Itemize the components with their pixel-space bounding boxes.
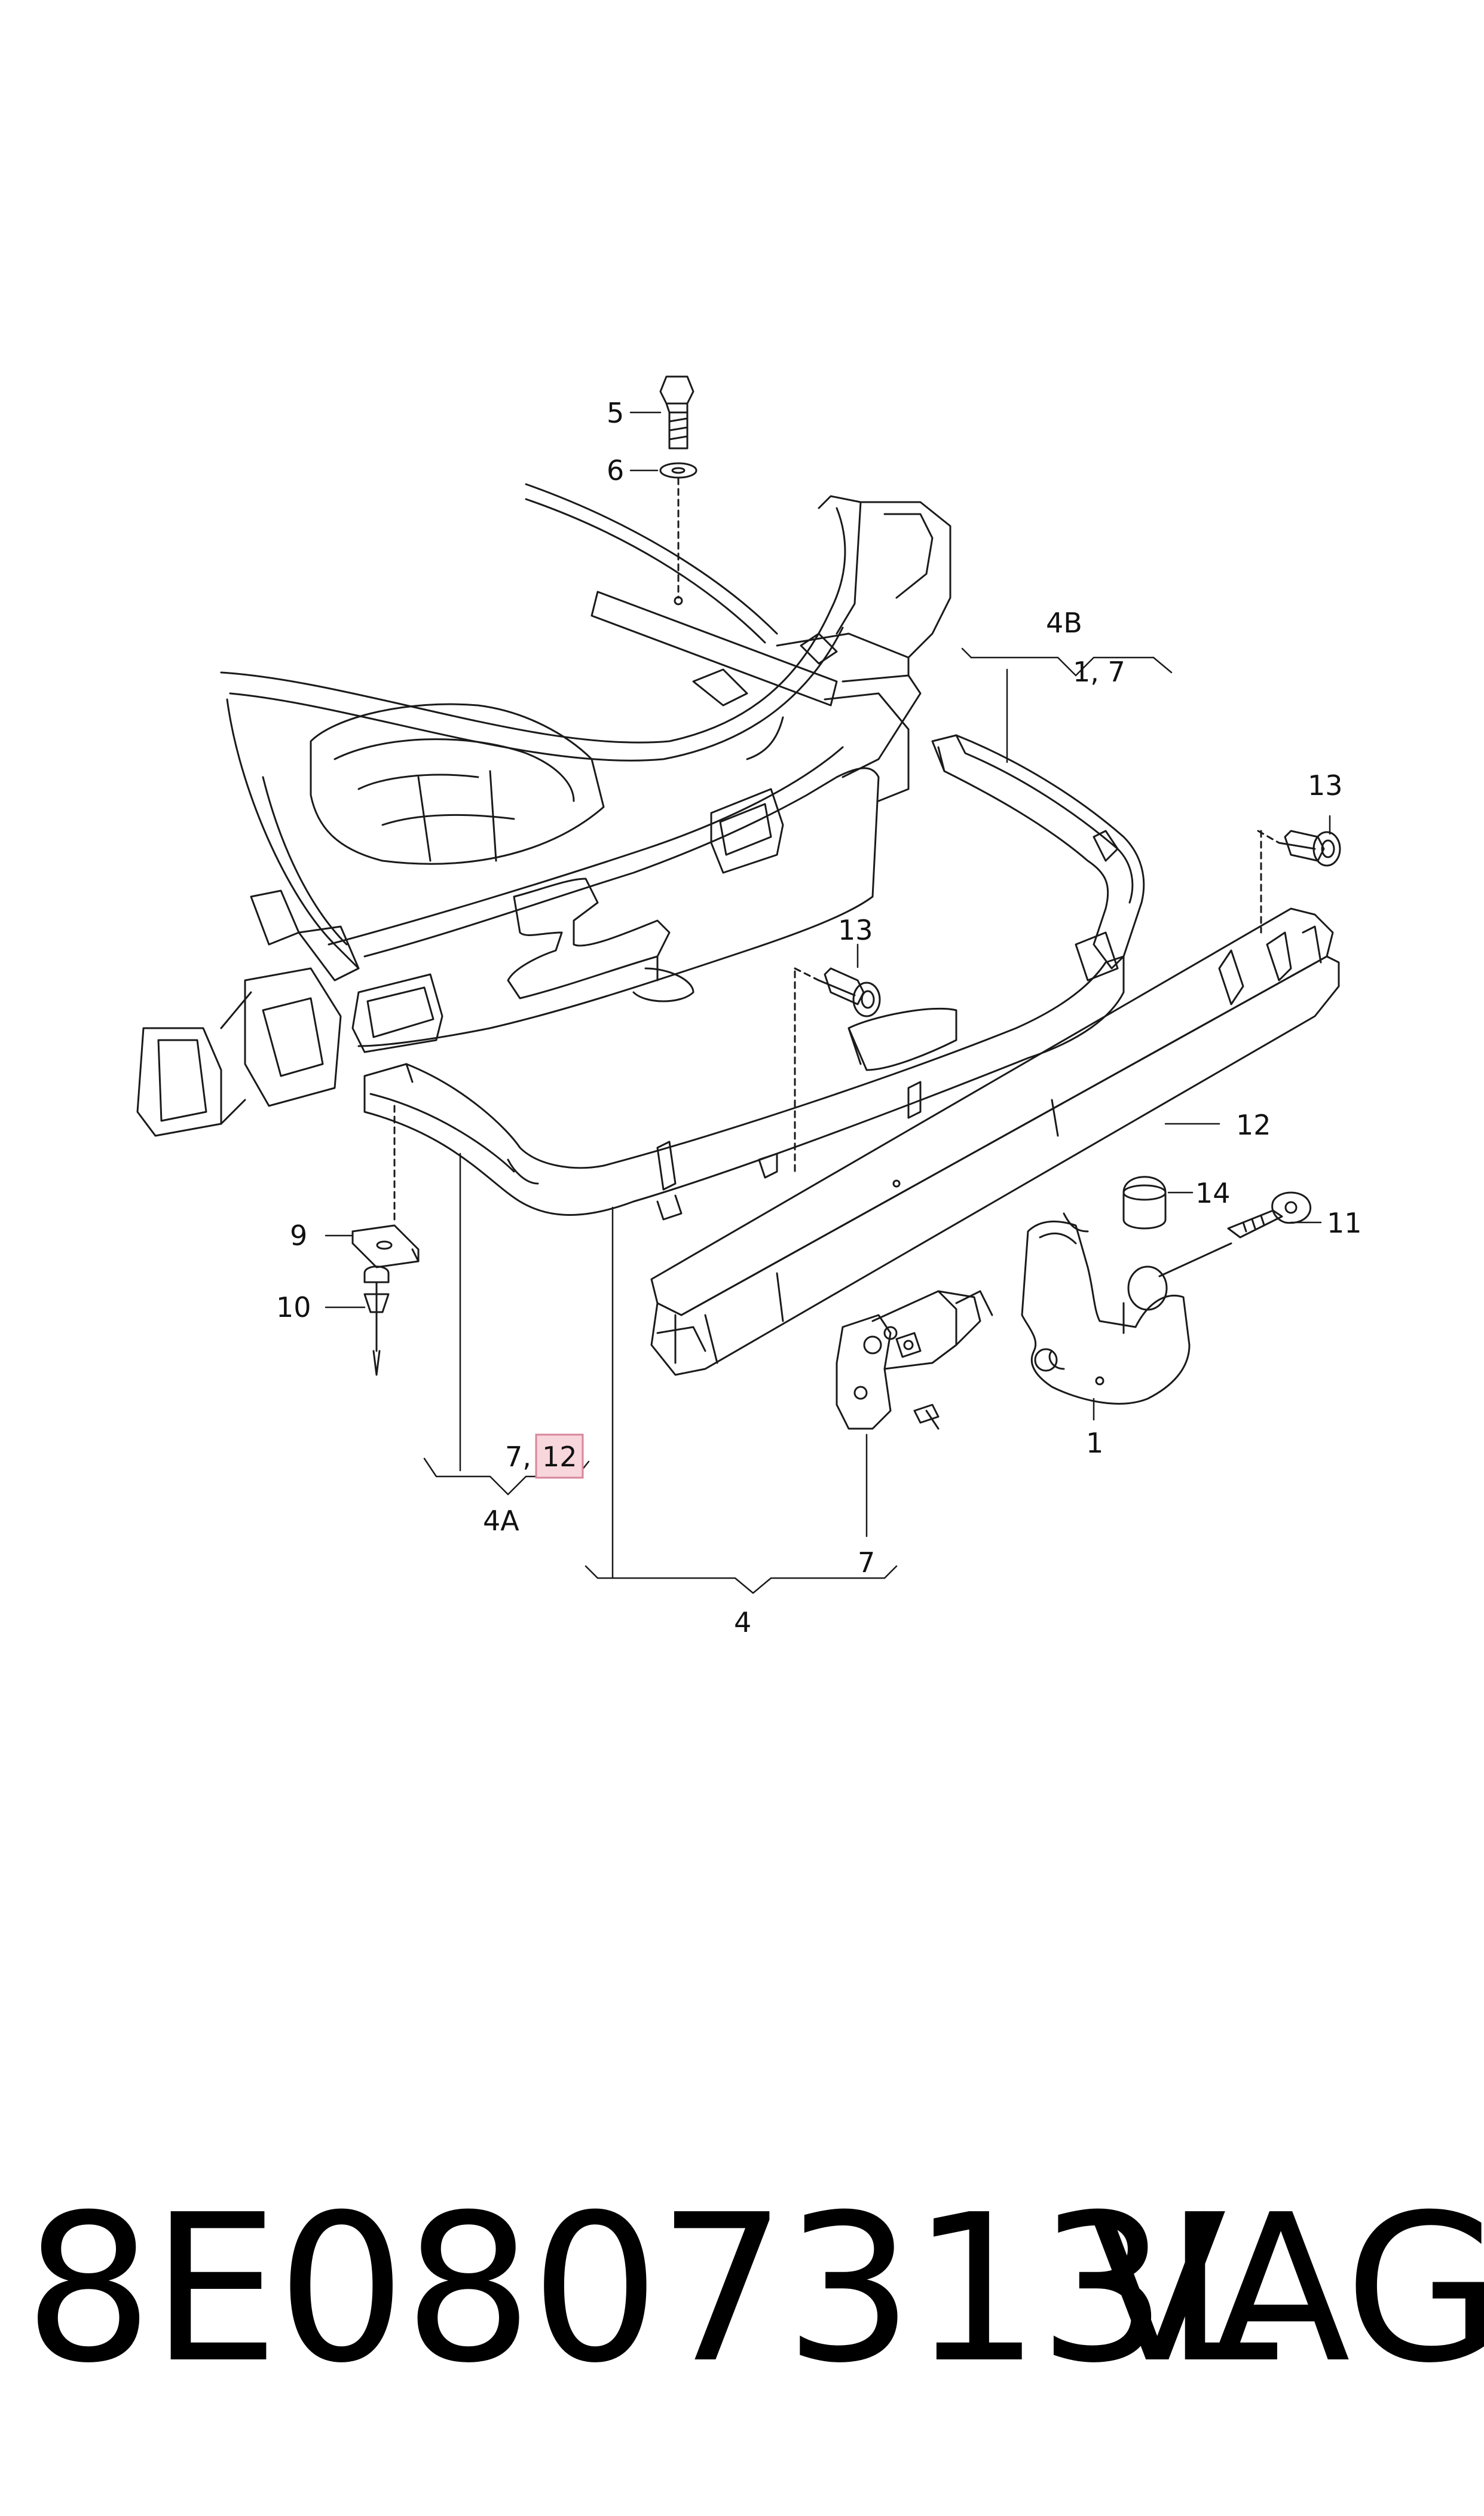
callout-4a-sub-12: 12 (542, 1441, 577, 1473)
callout-5: 5 (607, 397, 624, 429)
callout-4a: 4A (483, 1505, 519, 1537)
bolt-13-mid (818, 967, 881, 1017)
callout-4b-sub: 1, 7 (1073, 656, 1125, 688)
rivet-10 (363, 1265, 390, 1376)
callout-12: 12 (1236, 1109, 1271, 1141)
mounting-plate-7 (836, 1290, 981, 1430)
bolt-13-right (1278, 830, 1341, 867)
bolt-5 (659, 375, 694, 450)
brand: VAG (1088, 2171, 1484, 2408)
callout-13-mid: 13 (838, 914, 873, 946)
reinforcement-bar-12 (650, 907, 1340, 1376)
washer-6 (659, 462, 697, 479)
callout-leaders (325, 411, 1331, 1594)
callout-1: 1 (1086, 1427, 1103, 1459)
ball-cap-14 (1122, 1176, 1167, 1230)
callout-highlight (535, 1433, 584, 1479)
bracket-4b (931, 734, 1145, 982)
callout-13-right: 13 (1308, 769, 1343, 802)
callout-labels: 5 6 4B 1, 7 13 13 12 14 11 1 9 10 7, 12 … (276, 397, 1362, 1638)
callout-9: 9 (290, 1219, 307, 1252)
callout-10: 10 (276, 1291, 311, 1323)
part-number: 8E0807313L (24, 2171, 1278, 2408)
callout-11: 11 (1327, 1207, 1362, 1239)
caption: 8E0807313LVAG (24, 2164, 1484, 2415)
callout-4b: 4B (1046, 607, 1082, 639)
callout-7: 7 (858, 1546, 875, 1579)
callout-14: 14 (1195, 1177, 1231, 1209)
callout-6: 6 (607, 454, 624, 487)
car-body-shell (136, 483, 951, 1137)
callout-4a-sub-7: 7, (505, 1441, 531, 1473)
tow-bar-assembly (1021, 1212, 1232, 1405)
nut-plate-9 (351, 1224, 420, 1268)
key-11 (1227, 1191, 1312, 1239)
callout-4: 4 (734, 1606, 751, 1638)
bumper-carrier-beam (363, 955, 1125, 1221)
